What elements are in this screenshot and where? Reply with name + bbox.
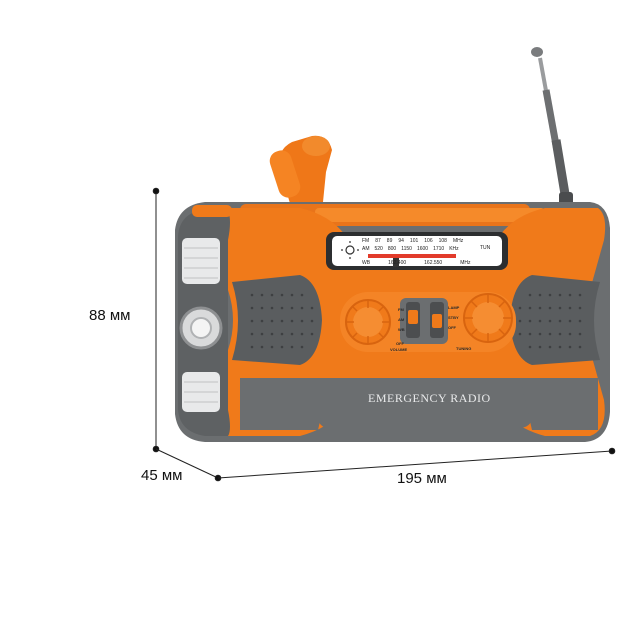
mode-lamp-label: LAMP: [448, 305, 460, 310]
fm-tick: 106: [424, 238, 433, 244]
am-tick: 1600: [416, 246, 429, 252]
am-scale-row: AM 520 800 1150 1600 1710 KHz: [362, 245, 502, 253]
antenna: [531, 47, 573, 206]
am-tick: 1150: [401, 246, 412, 252]
tuning-label: TUNING: [456, 346, 472, 351]
tune-label: TUN: [480, 245, 491, 251]
am-tick: 520: [374, 246, 383, 252]
wb-tick: 162.550: [424, 260, 443, 266]
radio-body: [175, 202, 610, 442]
am-tick: 800: [387, 246, 397, 252]
sun-icon: [341, 241, 359, 259]
fm-scale-row: FM 87 89 94 101 106 108 MHz: [362, 237, 502, 245]
wb-tick: 162.400: [388, 260, 407, 266]
mode-switch-labels: LAMP STBY OFF: [448, 303, 459, 333]
am-unit: KHz: [449, 246, 459, 252]
wb-scale-row: WB 162.400 162.550 MHz: [362, 259, 502, 267]
width-dimension-label: 195 мм: [397, 470, 447, 487]
fm-tick: 108: [438, 238, 447, 244]
band-fm-label: FM: [398, 307, 404, 312]
band-wb-label: WB: [398, 327, 405, 332]
fm-tick: 101: [409, 238, 419, 244]
band-am-label: AM: [398, 317, 405, 322]
volume-label: VOLUME: [390, 347, 408, 352]
mode-stby-label: STBY: [448, 315, 459, 320]
dimension-lines: [152, 187, 616, 482]
am-tick: 1710: [433, 246, 445, 252]
depth-dimension-label: 45 мм: [141, 467, 183, 484]
band-switch-labels: FM AM WB: [398, 305, 405, 335]
wb-label: WB: [362, 260, 371, 266]
height-dimension-label: 88 мм: [89, 307, 131, 324]
fm-tick: 89: [386, 238, 393, 244]
fm-tick: 87: [375, 238, 381, 244]
fm-unit: MHz: [452, 238, 464, 244]
mode-off-label: OFF: [448, 325, 456, 330]
fm-label: FM: [362, 238, 370, 244]
emergency-radio-panel-label: EMERGENCY RADIO: [368, 391, 491, 405]
tuning-dial-text: FM 87 89 94 101 106 108 MHz AM 520 800 1…: [362, 237, 502, 267]
volume-off-label: OFF: [396, 341, 404, 346]
wb-unit: MHz: [460, 260, 471, 266]
fm-tick: 94: [398, 238, 404, 244]
battery-icon: [393, 258, 399, 267]
hand-crank: [269, 135, 332, 212]
am-label: AM: [362, 246, 370, 252]
